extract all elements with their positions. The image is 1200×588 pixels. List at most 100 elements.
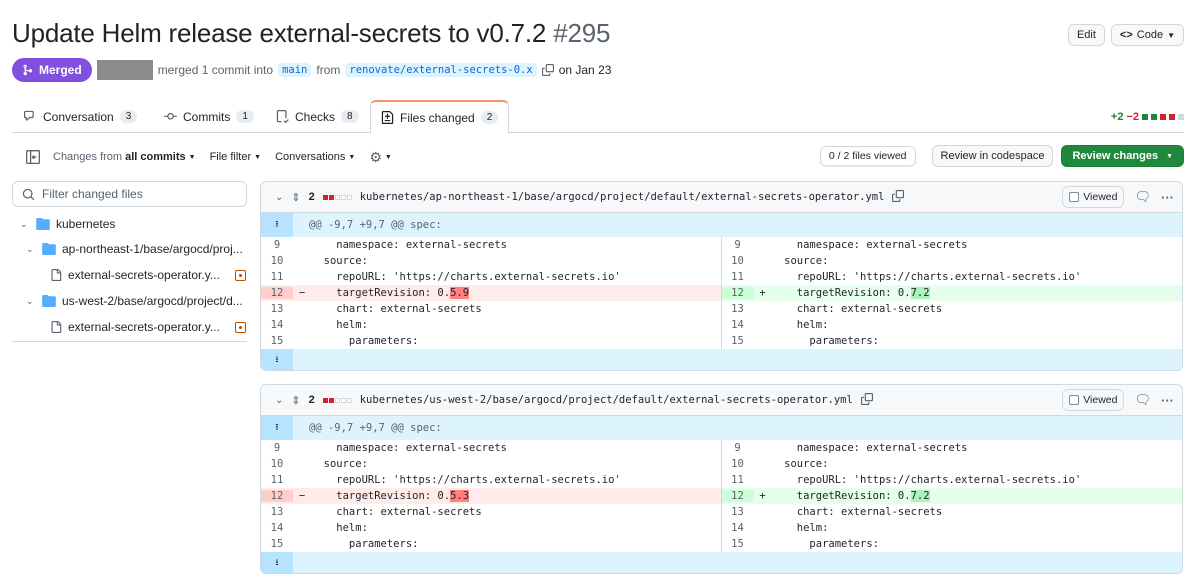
checkbox-box xyxy=(1069,395,1080,405)
line-number[interactable]: 10 xyxy=(270,458,284,470)
copy-icon[interactable] xyxy=(541,64,554,76)
line-number[interactable]: 15 xyxy=(270,538,284,550)
file-diff-icon xyxy=(381,111,394,124)
code-text-unchanged: targetRevision: 0. xyxy=(771,287,911,299)
code-text: source: xyxy=(311,458,368,470)
expand-down-icon[interactable]: ⭳ xyxy=(261,552,293,573)
diff-line: 13 chart: external-secrets xyxy=(722,504,1183,520)
line-number[interactable]: 11 xyxy=(270,474,284,486)
conversations-label: Conversations xyxy=(275,151,346,163)
changes-from-dropdown[interactable]: Changes from all commits ▼ xyxy=(53,151,196,163)
tab-files-changed[interactable]: Files changed 2 xyxy=(370,100,510,134)
line-number[interactable]: 15 xyxy=(731,335,744,347)
line-number[interactable]: 11 xyxy=(731,271,744,283)
review-in-codespace-button[interactable]: Review in codespace xyxy=(931,145,1054,167)
copy-icon[interactable] xyxy=(860,392,873,408)
tab-conversation-count: 3 xyxy=(119,110,138,123)
code-button-label: Code xyxy=(1136,29,1164,41)
code-text-changed: 5.3 xyxy=(450,490,470,502)
files-viewed-counter: 0 / 2 files viewed xyxy=(819,145,916,167)
file-changes-count: 2 xyxy=(308,394,315,406)
chevron-down-icon: ▼ xyxy=(254,153,262,161)
expand-up-icon[interactable]: ⭱ xyxy=(261,416,293,440)
kebab-menu-icon[interactable]: ··· xyxy=(1161,392,1174,408)
line-number[interactable]: 13 xyxy=(731,506,744,518)
chevron-down-icon: ▼ xyxy=(1166,152,1173,160)
tree-file-us-west-2[interactable]: external-secrets-operator.y... xyxy=(50,320,246,334)
line-number[interactable]: 9 xyxy=(734,239,741,251)
diff-line: 14 helm: xyxy=(261,520,721,536)
line-number[interactable]: 14 xyxy=(270,319,284,331)
chevron-down-icon[interactable]: ⌄ xyxy=(275,394,284,406)
chevron-down-icon: ▼ xyxy=(188,153,196,161)
tree-folder-us-west-2[interactable]: ⌄ us-west-2/base/argocd/project/d... xyxy=(26,294,243,308)
line-number[interactable]: 11 xyxy=(731,474,744,486)
chevron-down-icon[interactable]: ⌄ xyxy=(275,191,284,203)
line-number[interactable]: 12 xyxy=(261,490,293,502)
line-number[interactable]: 12 xyxy=(261,287,293,299)
line-number[interactable]: 15 xyxy=(270,335,284,347)
viewed-checkbox[interactable]: Viewed xyxy=(1062,186,1125,208)
review-changes-button[interactable]: Review changes ▼ xyxy=(1061,145,1184,167)
diff-line: 14 helm: xyxy=(722,317,1183,333)
line-number[interactable]: 10 xyxy=(731,255,744,267)
line-number[interactable]: 9 xyxy=(734,442,741,454)
file-filter-dropdown[interactable]: File filter ▼ xyxy=(210,151,262,163)
diff-line: 12− targetRevision: 0.5.9 xyxy=(261,285,721,301)
filter-files-input[interactable]: Filter changed files xyxy=(12,181,247,207)
tab-checks[interactable]: Checks 8 xyxy=(266,100,369,133)
base-branch-link[interactable]: main xyxy=(278,63,312,77)
comment-icon[interactable]: 🗨 xyxy=(1134,392,1151,407)
code-text: parameters: xyxy=(311,538,419,550)
comment-icon[interactable]: 🗨 xyxy=(1134,189,1151,204)
tab-conversation[interactable]: Conversation 3 xyxy=(14,100,147,133)
line-number[interactable]: 10 xyxy=(731,458,744,470)
file-path-link[interactable]: kubernetes/ap-northeast-1/base/argocd/pr… xyxy=(359,191,885,203)
expand-down-icon[interactable]: ⭳ xyxy=(261,349,293,370)
kebab-menu-icon[interactable]: ··· xyxy=(1161,189,1174,205)
line-number[interactable]: 10 xyxy=(270,255,284,267)
tree-folder-ap-northeast-1[interactable]: ⌄ ap-northeast-1/base/argocd/proj... xyxy=(26,242,243,256)
expand-up-icon[interactable]: ⭱ xyxy=(261,213,293,237)
diff-line: 12+ targetRevision: 0.7.2 xyxy=(721,488,1182,504)
line-number[interactable]: 14 xyxy=(731,522,744,534)
line-number[interactable]: 9 xyxy=(273,239,281,251)
tree-file-label: external-secrets-operator.y... xyxy=(68,268,220,282)
conversations-dropdown[interactable]: Conversations ▼ xyxy=(275,151,355,163)
line-number[interactable]: 14 xyxy=(731,319,744,331)
expand-all-icon[interactable]: ⇕ xyxy=(291,191,301,204)
head-branch-link[interactable]: renovate/external-secrets-0.x xyxy=(345,63,537,77)
diff-line: 14 helm: xyxy=(261,317,721,333)
tree-folder-kubernetes[interactable]: ⌄ kubernetes xyxy=(20,217,115,231)
toggle-file-tree-button[interactable] xyxy=(26,150,40,164)
diff-line: 11 repoURL: 'https://charts.external-sec… xyxy=(722,269,1183,285)
line-number[interactable]: 11 xyxy=(270,271,284,283)
file-path-link[interactable]: kubernetes/us-west-2/base/argocd/project… xyxy=(359,394,853,406)
line-number[interactable]: 15 xyxy=(731,538,744,550)
line-number[interactable]: 13 xyxy=(731,303,744,315)
from-text: from xyxy=(316,63,341,77)
line-number[interactable]: 13 xyxy=(270,303,284,315)
sidebar-collapse-icon xyxy=(26,150,40,164)
tree-folder-label: kubernetes xyxy=(56,217,116,231)
code-text: repoURL: 'https://charts.external-secret… xyxy=(771,271,1082,283)
code-text: chart: external-secrets xyxy=(771,506,943,518)
viewed-checkbox[interactable]: Viewed xyxy=(1062,389,1125,411)
expand-all-icon[interactable]: ⇕ xyxy=(291,394,301,407)
diff-settings-dropdown[interactable]: ⚙ ▼ xyxy=(369,149,392,166)
code-button[interactable]: <> Code ▼ xyxy=(1110,24,1184,46)
code-text: parameters: xyxy=(311,335,419,347)
line-number[interactable]: 12 xyxy=(721,490,754,502)
code-text: namespace: external-secrets xyxy=(771,442,968,454)
tab-commits[interactable]: Commits 1 xyxy=(154,100,264,133)
line-number[interactable]: 12 xyxy=(721,287,754,299)
tree-file-ap-northeast-1[interactable]: external-secrets-operator.y... xyxy=(50,268,246,282)
edit-button[interactable]: Edit xyxy=(1067,24,1105,46)
copy-icon[interactable] xyxy=(892,189,905,205)
line-number[interactable]: 9 xyxy=(273,442,281,454)
line-number[interactable]: 14 xyxy=(270,522,284,534)
code-text: helm: xyxy=(311,319,368,331)
line-number[interactable]: 13 xyxy=(270,506,284,518)
viewed-label: Viewed xyxy=(1083,191,1118,203)
search-icon xyxy=(22,188,35,200)
